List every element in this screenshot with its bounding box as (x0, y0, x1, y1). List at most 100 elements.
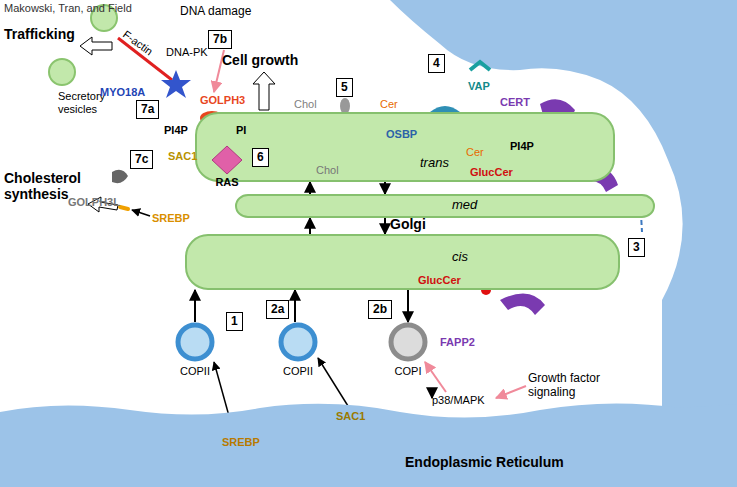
transport-arrow (309, 182, 311, 194)
text-label: FAPP2 (440, 336, 475, 349)
callout-box: 7c (130, 150, 153, 169)
transport-arrow (294, 290, 296, 322)
vesicle-shape (378, 322, 438, 388)
copii-vesicle: COPII (268, 322, 328, 388)
node-label: COPI (395, 365, 422, 378)
vesicle-coat (391, 325, 425, 359)
node-label: cis (452, 250, 468, 265)
node-label: 1 (231, 314, 238, 328)
signal-arrow (496, 386, 526, 398)
srebp-fragment (120, 207, 128, 209)
text-label: CERT (500, 96, 530, 109)
text-label: SREBP (222, 436, 260, 449)
text-label: Golgi (390, 216, 426, 232)
hollow-arrow (80, 37, 112, 55)
text-label: DNA damage (180, 5, 251, 19)
node-label: 2b (373, 302, 387, 316)
cisterna-shape (235, 194, 655, 218)
vesicle-coat (178, 325, 212, 359)
text-label: GOLPH3 (200, 94, 245, 107)
transport-arrow (407, 290, 409, 322)
text-label: Cholesterol synthesis (4, 170, 104, 202)
callout-box: 2b (368, 300, 392, 319)
cisterna-outline (196, 113, 614, 181)
text-label: GlucCer (470, 166, 513, 179)
vesicle-shape (268, 322, 328, 388)
ras-diamond: RAS (212, 146, 242, 192)
node-label: 2a (271, 302, 284, 316)
er-band: Endoplasmic Reticulum (0, 398, 737, 487)
node-label: med (452, 198, 477, 213)
text-label: GlucCer (418, 274, 461, 287)
text-label: SREBP (152, 212, 190, 225)
cisterna-outline (236, 195, 654, 217)
vesicle-shape (165, 322, 225, 388)
text-label: OSBP (386, 128, 417, 141)
cisterna-shape (195, 112, 615, 182)
med-cisterna: med (235, 194, 655, 218)
vap (470, 62, 490, 70)
ras-outline (212, 146, 242, 174)
callout-box: 6 (252, 148, 269, 167)
myo18a-star (161, 70, 191, 98)
callout-box: 5 (336, 78, 353, 97)
node-label: 6 (257, 150, 264, 164)
cis-cisterna: cis (185, 234, 620, 290)
node-label: 7a (141, 102, 154, 116)
text-label: PI4P (510, 140, 534, 153)
text-label: Cer (466, 146, 484, 159)
text-label: DNA-PK (166, 46, 208, 59)
vesicle-coat (281, 325, 315, 359)
text-label: Chol (316, 164, 339, 177)
hollow-arrow (253, 72, 275, 110)
node-label: 4 (433, 56, 440, 70)
callout-box: 7b (208, 30, 232, 49)
node-label: trans (420, 156, 449, 171)
node-label: 7c (135, 152, 148, 166)
er-outline (0, 403, 737, 487)
transport-arrow (384, 182, 386, 194)
text-label: VAP (468, 80, 490, 93)
fapp2 (500, 294, 545, 315)
callout-box: 4 (428, 54, 445, 73)
text-label: Cell growth (222, 52, 298, 68)
text-label: SAC1 (336, 410, 365, 423)
chol (340, 98, 350, 114)
callout-box: 1 (226, 312, 243, 331)
golph3l (112, 170, 128, 183)
cisterna-outline (186, 235, 619, 289)
node-label: 3 (633, 240, 640, 254)
leader-arrow (318, 358, 348, 406)
text-label: PI (236, 124, 246, 137)
text-label: Cer (380, 98, 398, 111)
node-label: 5 (341, 80, 348, 94)
callout-box: 3 (628, 238, 645, 257)
text-label: Trafficking (4, 26, 75, 42)
node-label: 7b (213, 32, 227, 46)
text-label: PI4P (164, 124, 188, 137)
node-label: Endoplasmic Reticulum (405, 454, 564, 470)
text-label: F-actin (121, 28, 156, 58)
copii-vesicle: COPII (165, 322, 225, 388)
callout-box: 2a (266, 300, 289, 319)
text-label: Growth factor signaling (528, 372, 628, 400)
text-label: Chol (294, 98, 317, 111)
transport-arrow (384, 218, 386, 234)
cisterna-shape (185, 234, 620, 290)
signal-arrow (425, 362, 446, 392)
text-label: GOLPH3L (68, 196, 120, 209)
transport-arrow (309, 218, 311, 234)
transport-arrow (194, 290, 196, 322)
trans-cisterna: transRAS6 (195, 112, 615, 182)
leader-arrow (132, 210, 150, 216)
copi-vesicle: COPI (378, 322, 438, 388)
secretory-vesicle (49, 59, 75, 85)
text-label: MYO18A (100, 86, 145, 99)
text-label: SAC1 (168, 150, 197, 163)
text-label: Makowski, Tran, and Field (4, 2, 132, 15)
text-label: p38/MAPK (432, 394, 485, 407)
node-label: COPII (283, 365, 313, 378)
node-label: COPII (180, 365, 210, 378)
er-shape (0, 398, 737, 487)
